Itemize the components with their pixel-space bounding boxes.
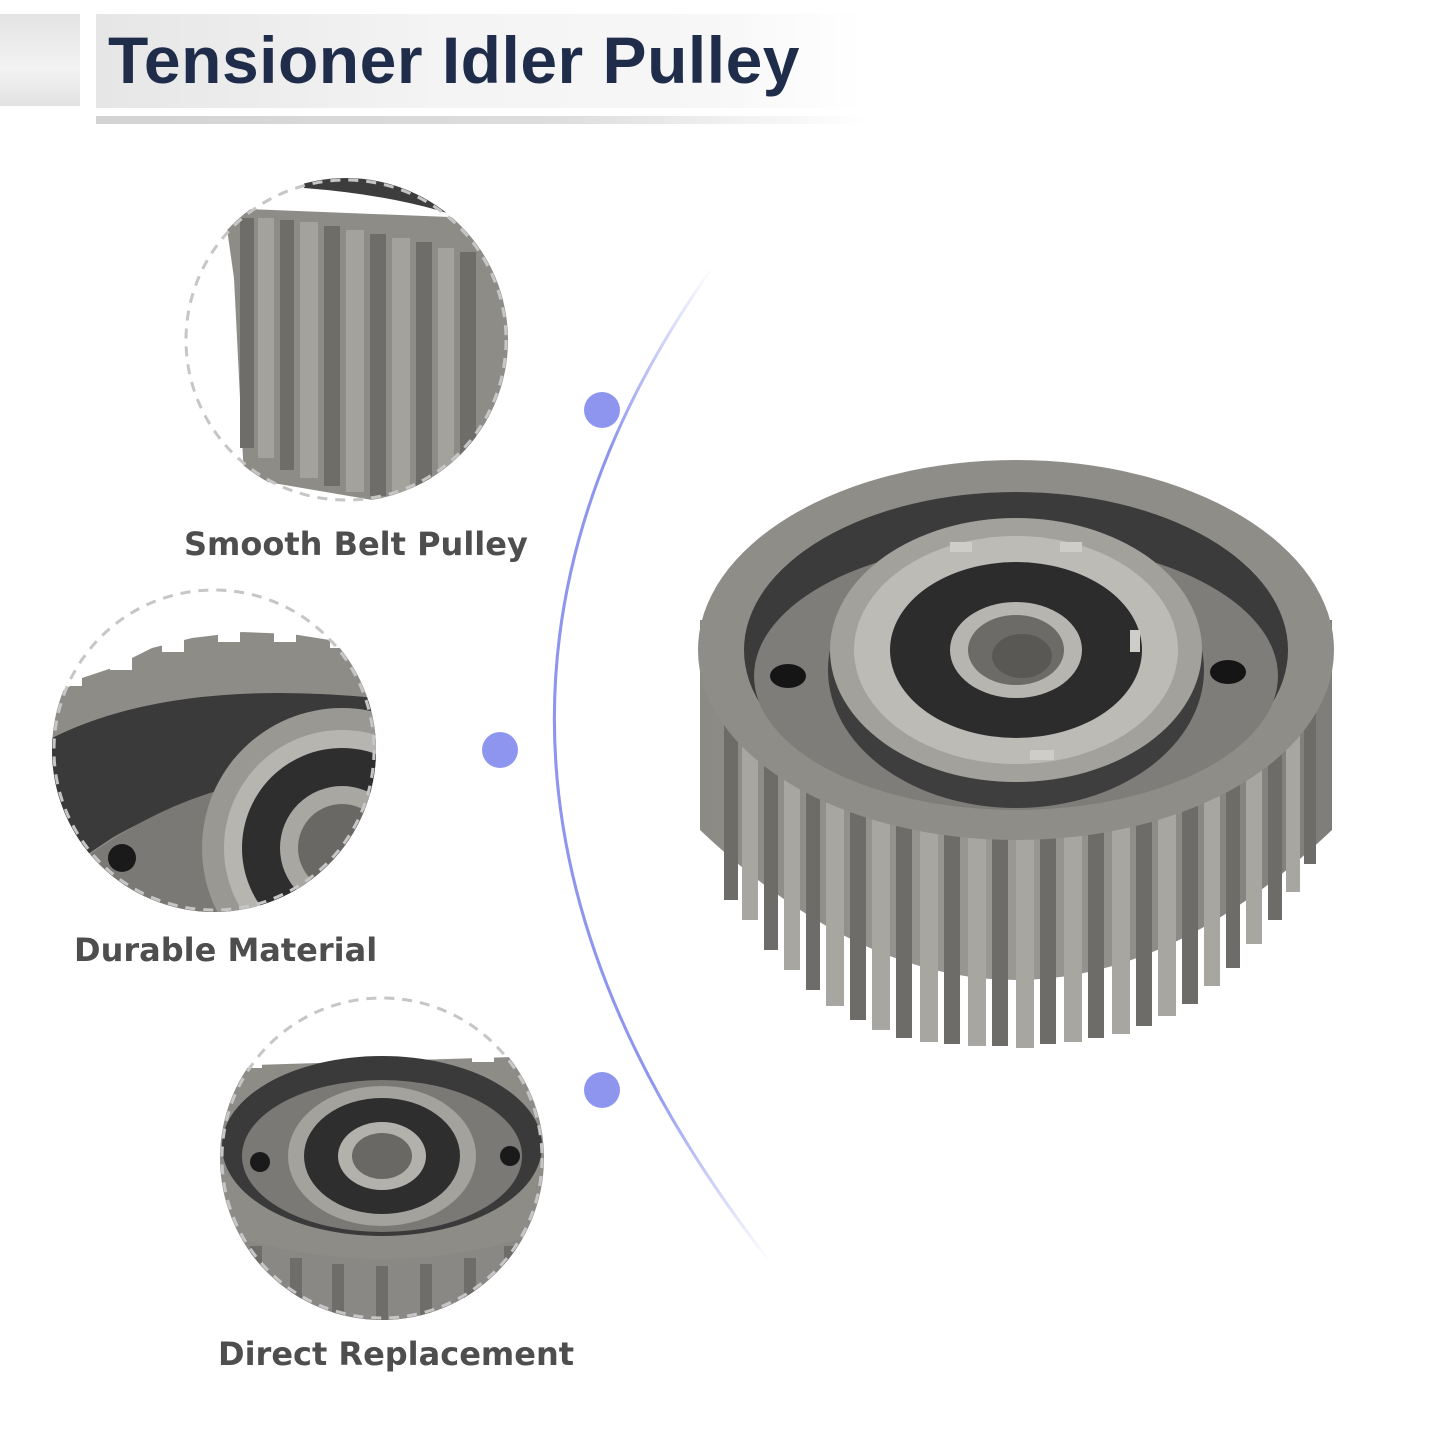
product-main-image [680,450,1352,1050]
arc-dot-1 [584,392,620,428]
tensioner-pulley-image [698,450,1334,1048]
feature-image-smooth-belt-pulley [184,178,508,502]
feature-image-direct-replacement [220,996,544,1320]
title-underline [96,116,866,124]
feature-label-durable-material: Durable Material [74,931,378,969]
title-accent-block [0,14,80,106]
pulley-front-closeup-image [220,996,544,1320]
feature-label-direct-replacement: Direct Replacement [218,1335,575,1373]
pulley-teeth-closeup-image [184,178,508,502]
arc-dot-3 [584,1072,620,1108]
arc-dot-2 [482,732,518,768]
title-banner [96,14,866,108]
page-title: Tensioner Idler Pulley [108,23,800,97]
feature-image-durable-material [52,588,376,912]
arc-line [552,267,772,1263]
feature-label-smooth-belt-pulley: Smooth Belt Pulley [184,525,528,563]
pulley-bearing-closeup-image [52,588,376,912]
